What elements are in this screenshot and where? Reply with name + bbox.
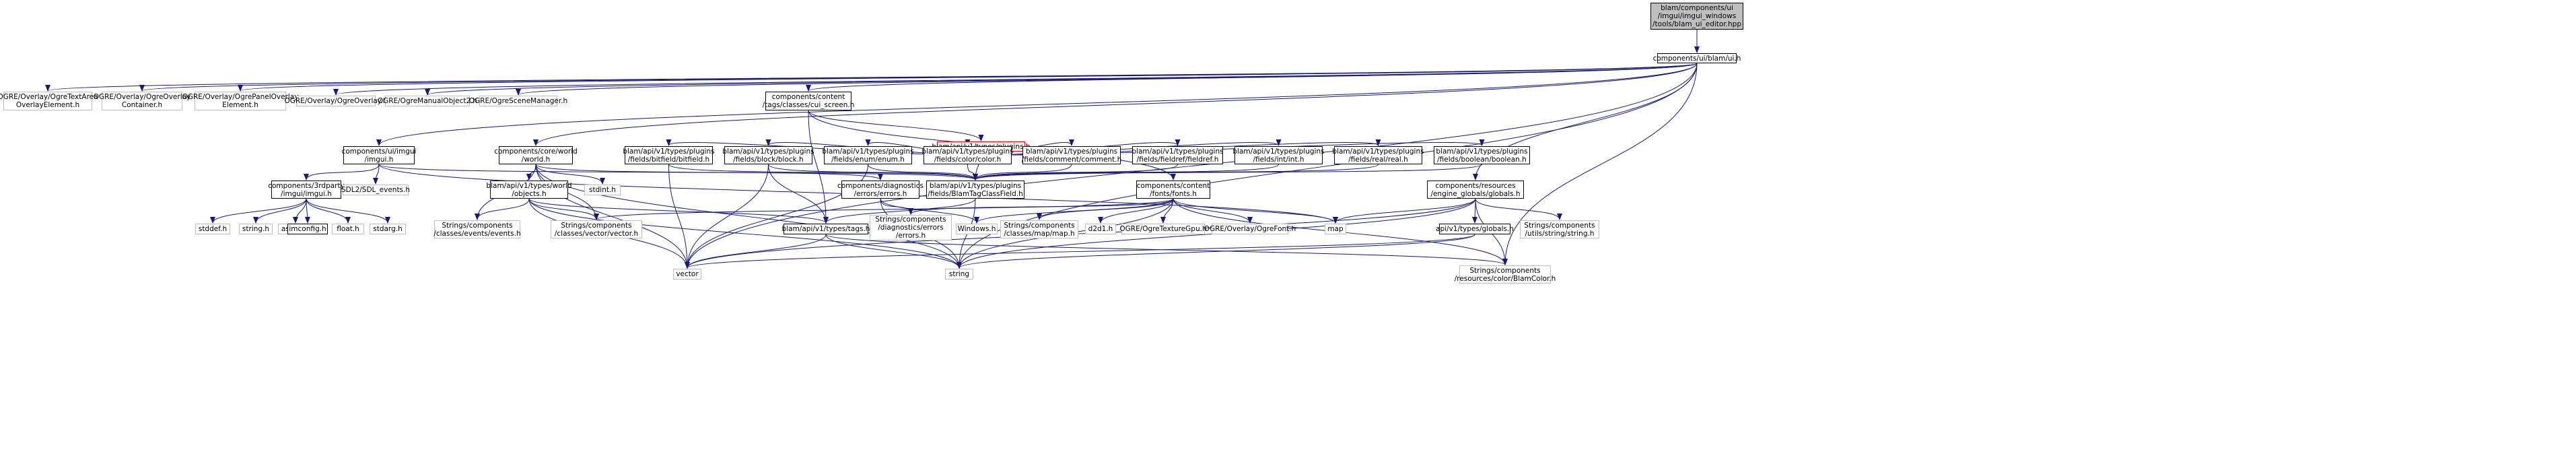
node-real-h[interactable]: blam/api/v1/types/plugins /fields/real/r…	[1332, 146, 1424, 164]
node-color-h[interactable]: blam/api/v1/types/plugins /fields/color/…	[921, 146, 1014, 164]
edge-globals-to-util_string	[1475, 198, 1562, 220]
edge-fonts-to-vector_h	[594, 198, 1174, 220]
node-ogre-font-h: OGRE/Overlay/OgreFont.h	[1204, 224, 1296, 234]
edge-imgui_h-to-sdl_events	[373, 164, 380, 185]
edge-fonts-to-ogrefont	[1173, 198, 1253, 224]
edge-ui_h-to-blamcolor	[1502, 63, 1698, 265]
node-engine-globals-h[interactable]: components/resources /engine_globals/glo…	[1427, 181, 1524, 199]
node-string: string	[945, 269, 973, 280]
node-ogre-text-area-overlay-element-h: OGRE/Overlay/OgreTextArea OverlayElement…	[0, 92, 98, 110]
edge-fonts-to-d2d1	[1098, 198, 1174, 224]
edge-world_objects-to-tags_h	[528, 198, 829, 224]
edge-fonts-to-map_h	[1037, 198, 1174, 220]
node-vector-h: Strings/components /classes/vector/vecto…	[551, 220, 642, 238]
node-api-globals-h[interactable]: api/v1/types/globals.h	[1436, 224, 1514, 234]
node-ogre-panel-overlay-element-h: OGRE/Overlay/OgrePanelOverlay Element.h	[182, 92, 299, 110]
node-world-objects-h[interactable]: blam/api/v1/types/world /objects.h	[486, 181, 572, 199]
edge-ui_h-to-panel	[238, 63, 1698, 92]
node-stdarg-h: stdarg.h	[370, 224, 406, 234]
edge-api_globals-to-vector	[685, 234, 1475, 269]
edge-fonts-to-diag_errors	[908, 198, 1174, 215]
edge-world_objects-to-vector_h	[528, 198, 599, 220]
node-ogre-scene-manager-h: OGRE/OgreSceneManager.h	[468, 96, 568, 106]
edge-fonts-to-windows	[974, 198, 1174, 224]
node-int-h[interactable]: blam/api/v1/types/plugins /fields/int/in…	[1232, 146, 1325, 164]
node-float-h: float.h	[332, 224, 364, 234]
edge-world_objects-to-string	[528, 198, 962, 269]
node-string-h: string.h	[239, 224, 273, 234]
node-blam-color-h: Strings/components /resources/color/Blam…	[1454, 265, 1556, 284]
edge-block-to-blamtagclassfield	[768, 164, 978, 181]
node-fonts-h[interactable]: components/content /fonts/fonts.h	[1136, 181, 1210, 199]
edge-errors-to-windows	[880, 198, 979, 224]
edge-ui_h-to-ogreoverlay	[333, 63, 1698, 96]
edge-tags_h-to-string	[825, 234, 962, 269]
node-ogre-overlay-h: OGRE/Overlay/OgreOverlay.h	[284, 96, 388, 106]
edge-api_globals-to-string	[956, 234, 1475, 269]
node-cui-screen-h[interactable]: components/content /tags/classes/cui_scr…	[762, 92, 855, 110]
edge-world_h-to-stdint	[535, 164, 605, 185]
node-tags-h[interactable]: blam/api/v1/types/tags.h	[781, 224, 870, 234]
edge-block-to-vector	[685, 164, 769, 269]
node-blam-ui-editor-hpp: blam/components/ui /imgui/imgui_windows …	[1650, 3, 1743, 30]
node-strings-diagnostics-errors-h: Strings/components /diagnostics/errors /…	[870, 215, 952, 240]
node-ui-h[interactable]: components/ui/blam/ui.h	[1652, 53, 1741, 63]
edge-world_h-to-errors	[535, 164, 883, 181]
edge-bitfield-to-vector	[668, 164, 690, 269]
edge-ui_h-to-cui_screen	[806, 63, 1698, 92]
node-world-h[interactable]: components/core/world /world.h	[494, 146, 578, 164]
edge-thirdparty_imgui-to-assert_h	[293, 198, 307, 224]
edge-thirdparty_imgui-to-string_h	[253, 198, 307, 224]
node-block-h[interactable]: blam/api/v1/types/plugins /fields/block/…	[722, 146, 814, 164]
node-ogre-manual-object2-h: OGRE/OgreManualObject2.h	[377, 96, 478, 106]
node-enum-h[interactable]: blam/api/v1/types/plugins /fields/enum/e…	[822, 146, 914, 164]
node-stddef-h: stddef.h	[195, 224, 230, 234]
edge-fonts-to-map	[1173, 198, 1338, 224]
edge-ui_h-to-world_h	[533, 63, 1698, 146]
edge-comment-to-blamtagclassfield	[973, 164, 1072, 181]
node-comment-h[interactable]: blam/api/v1/types/plugins /fields/commen…	[1021, 146, 1122, 164]
edge-int-to-blamtagclassfield	[973, 164, 1279, 181]
node-ogre-texture-gpu-h: OGRE/OgreTextureGpu.h	[1119, 224, 1207, 234]
edge-imgui_h-to-thirdparty_imgui	[304, 164, 380, 181]
edge-thirdparty_imgui-to-imconfig	[304, 198, 310, 224]
node-boolean-h[interactable]: blam/api/v1/types/plugins /fields/boolea…	[1434, 146, 1530, 164]
edge-world_objects-to-events	[475, 198, 530, 220]
edge-blamtagclassfield-to-tags_h	[823, 198, 976, 224]
edge-enum-to-blamtagclassfield	[868, 164, 978, 181]
node-diagnostics-errors-h[interactable]: components/diagnostics /errors/errors.h	[837, 181, 924, 199]
edge-ui_h-to-vector	[685, 63, 1698, 269]
node-stdint-h: stdint.h	[584, 185, 621, 195]
edge-fieldref-to-blamtagclassfield	[973, 164, 1178, 181]
edge-tags_h-to-vector	[685, 234, 827, 269]
edge-cui_screen-to-tags_h	[808, 110, 829, 224]
node-vector: vector	[673, 269, 701, 280]
node-imconfig-h[interactable]: imconfig.h	[287, 224, 328, 234]
node-blam-tag-class-field-h[interactable]: blam/api/v1/types/plugins /fields/BlamTa…	[926, 181, 1024, 199]
node-windows-h: Windows.h	[956, 224, 998, 234]
node-ui-imgui-h[interactable]: components/ui/imgui /imgui.h	[341, 146, 417, 164]
edge-globals-to-vector	[685, 198, 1476, 269]
node-util-string-h: Strings/components /utils/string/string.…	[1520, 220, 1599, 238]
node-map: map	[1325, 224, 1346, 234]
edge-ui_h-to-imgui_h	[376, 63, 1698, 146]
node-map-h: Strings/components /classes/map/map.h	[1000, 220, 1078, 238]
edge-globals-to-map	[1333, 198, 1476, 224]
edge-bitfield-to-blamtagclassfield	[668, 164, 978, 181]
node-fieldref-h[interactable]: blam/api/v1/types/plugins /fields/fieldr…	[1132, 146, 1224, 164]
edge-cui_screen-to-plugins	[808, 110, 984, 141]
node-events-h: Strings/components /classes/events/event…	[433, 220, 521, 238]
edge-ui_h-to-overlaycontainer	[140, 63, 1698, 92]
node-ogre-overlay-container-h: OGRE/Overlay/OgreOverlay Container.h	[93, 92, 191, 110]
edge-ui_h-to-manualobject	[425, 63, 1698, 96]
edge-boolean-to-blamtagclassfield	[973, 164, 1482, 181]
node-d2d1-h: d2d1.h	[1085, 224, 1116, 234]
node-bitfield-h[interactable]: blam/api/v1/types/plugins /fields/bitfie…	[623, 146, 715, 164]
node-3rdparty-imgui-h[interactable]: components/3rdparty /imgui/imgui.h	[268, 181, 345, 199]
edge-block-to-tags_h	[768, 164, 829, 224]
edge-thirdparty_imgui-to-float_h	[306, 198, 351, 224]
node-sdl-events-h: SDL2/SDL_events.h	[341, 185, 411, 195]
edge-thirdparty_imgui-to-stdarg	[306, 198, 390, 224]
edge-thirdparty_imgui-to-stddef	[210, 198, 307, 224]
